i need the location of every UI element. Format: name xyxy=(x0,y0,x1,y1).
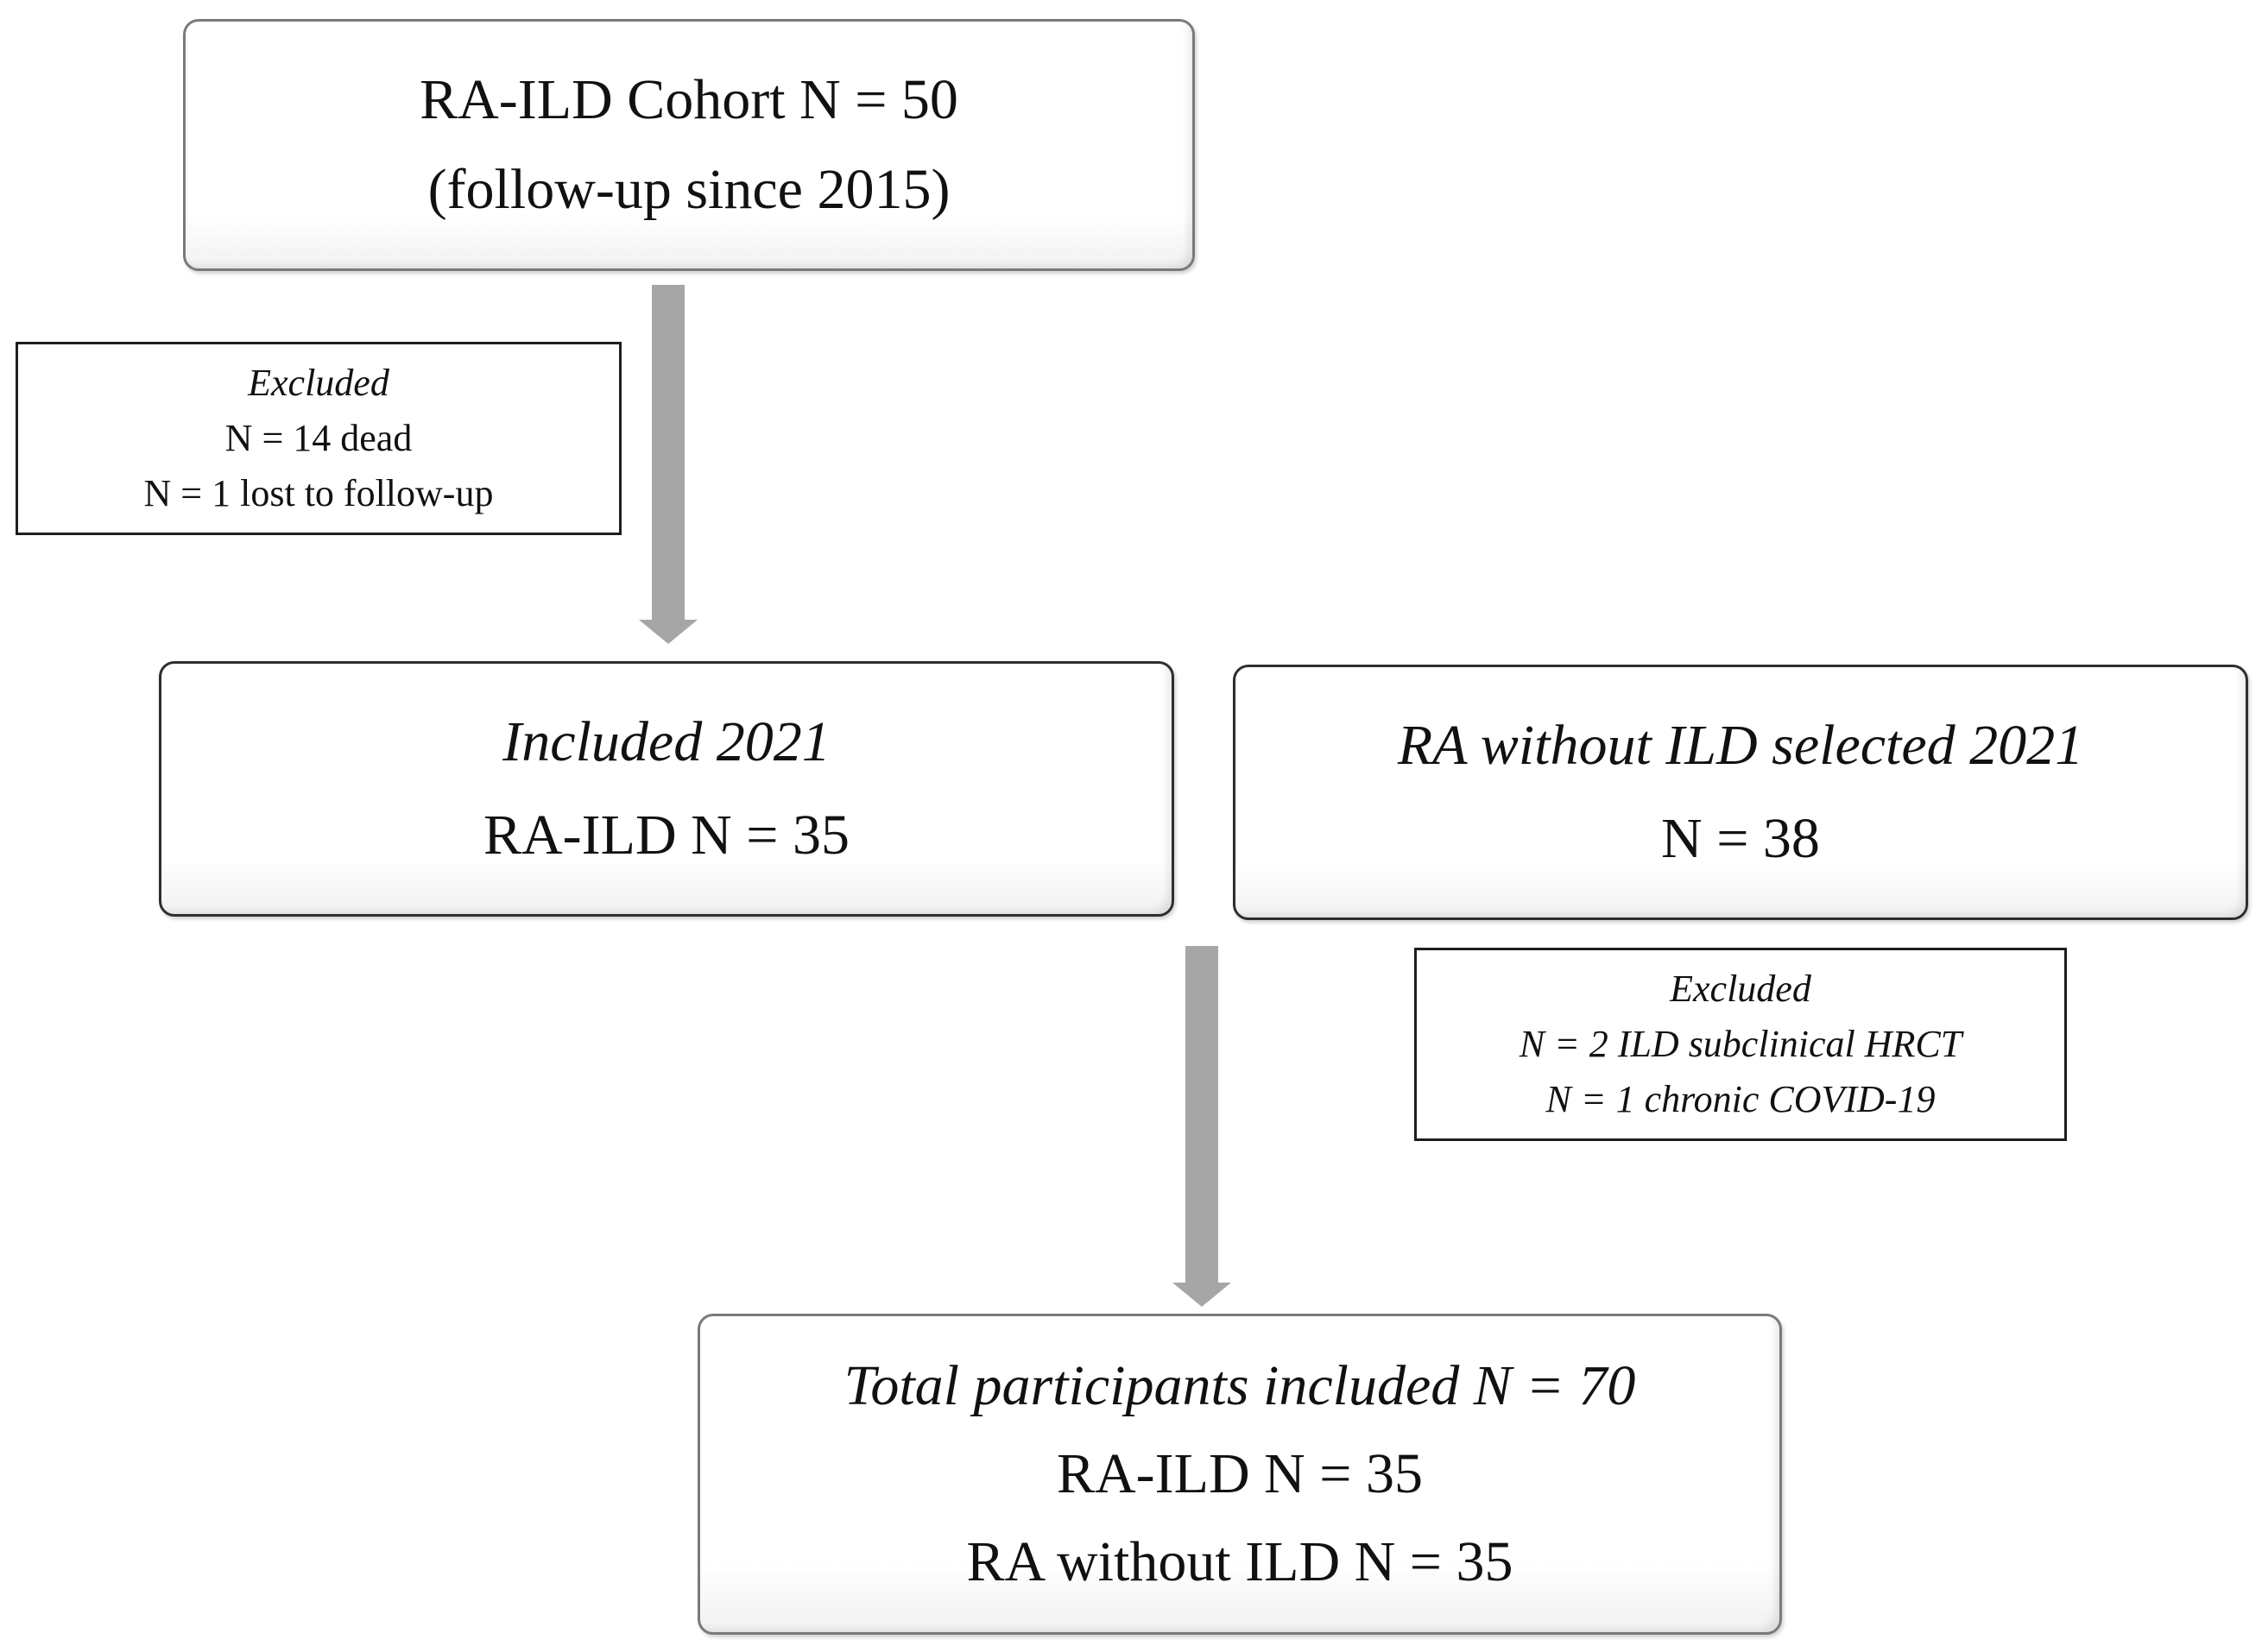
total-ra-ild: RA-ILD N = 35 xyxy=(1056,1442,1423,1505)
exclusion-1-title: Excluded xyxy=(248,362,389,404)
ra-without-ild-box: RA without ILD selected 2021 N = 38 xyxy=(1233,665,2248,920)
exclusion-2-hrct: N = 2 ILD subclinical HRCT xyxy=(1519,1023,1962,1065)
total-title: Total participants included N = 70 xyxy=(844,1354,1636,1417)
ra-without-ild-count: N = 38 xyxy=(1661,807,1820,870)
included-title: Included 2021 xyxy=(502,710,831,773)
exclusion-box-2: Excluded N = 2 ILD subclinical HRCT N = … xyxy=(1414,948,2067,1141)
cohort-title: RA-ILD Cohort N = 50 xyxy=(420,68,958,131)
exclusion-2-title: Excluded xyxy=(1670,968,1811,1010)
ra-without-ild-title: RA without ILD selected 2021 xyxy=(1397,714,2084,777)
cohort-box: RA-ILD Cohort N = 50 (follow-up since 20… xyxy=(183,19,1195,271)
cohort-followup: (follow-up since 2015) xyxy=(427,158,951,221)
included-count: RA-ILD N = 35 xyxy=(483,804,850,867)
total-ra-without-ild: RA without ILD N = 35 xyxy=(966,1530,1513,1593)
arrow-down-1 xyxy=(639,285,698,644)
exclusion-box-1: Excluded N = 14 dead N = 1 lost to follo… xyxy=(16,342,622,535)
total-box: Total participants included N = 70 RA-IL… xyxy=(698,1314,1782,1635)
exclusion-1-lost: N = 1 lost to follow-up xyxy=(143,472,494,514)
arrow-down-2 xyxy=(1172,946,1231,1307)
exclusion-1-dead: N = 14 dead xyxy=(224,417,413,459)
included-box: Included 2021 RA-ILD N = 35 xyxy=(159,661,1174,917)
exclusion-2-covid: N = 1 chronic COVID-19 xyxy=(1545,1078,1936,1120)
